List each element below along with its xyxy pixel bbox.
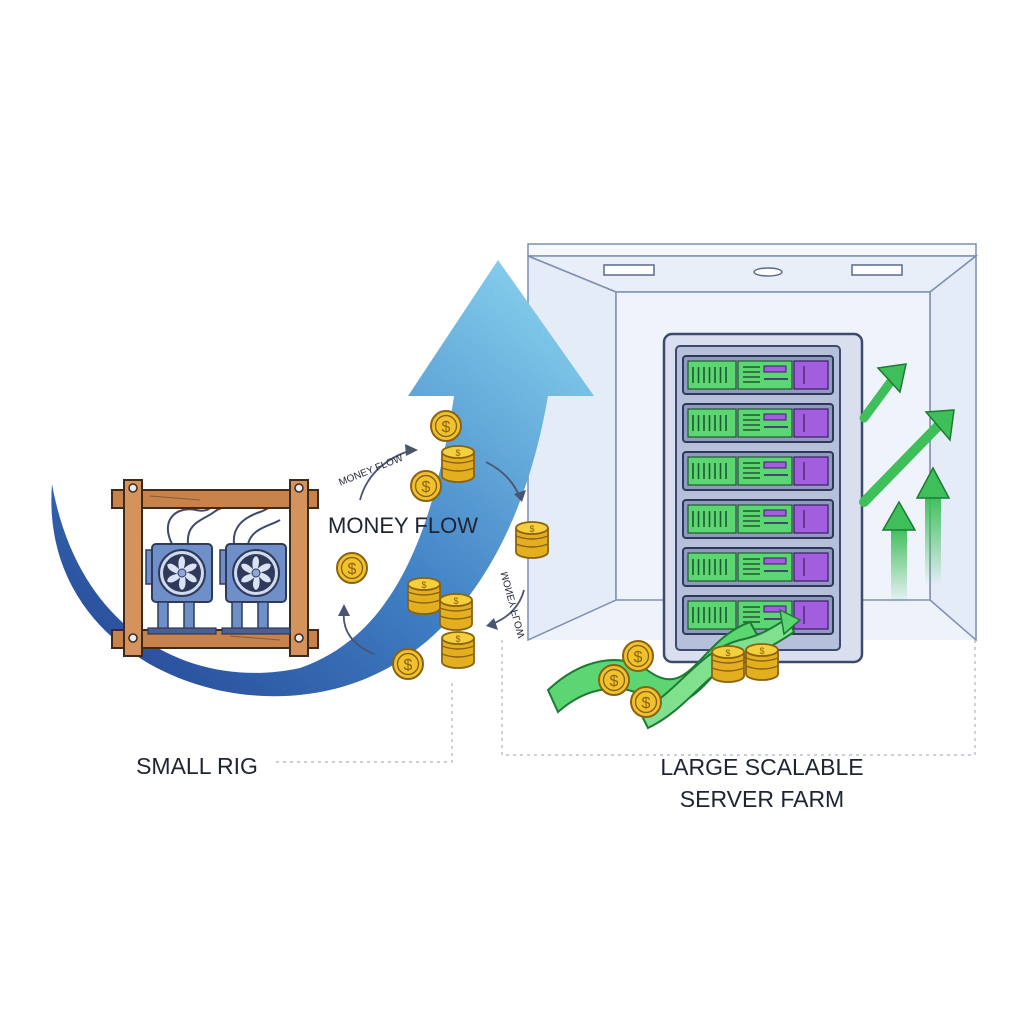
- growth-curve-arrow: [51, 260, 595, 697]
- small-rig-bracket: [276, 680, 453, 763]
- svg-text:$: $: [422, 479, 431, 496]
- small-rig: [111, 479, 319, 657]
- server-unit: [682, 451, 834, 491]
- server-unit: [682, 355, 834, 395]
- coins-layer: $ $ $ $ $ $ $ $ $ $ $ $ $ $: [336, 410, 779, 718]
- svg-text:$: $: [404, 657, 413, 674]
- growth-arrow-icon: [881, 500, 917, 604]
- gpu-unit: [145, 543, 217, 635]
- growth-arrow-icon: [859, 409, 955, 507]
- coin-icon: $: [392, 648, 424, 680]
- coin-stack-icon: $: [439, 593, 473, 631]
- coin-stack-icon: $: [745, 643, 779, 681]
- coin-icon: $: [336, 552, 368, 584]
- svg-text:$: $: [442, 419, 451, 436]
- gpu-unit: [219, 543, 291, 635]
- svg-text:$: $: [725, 648, 730, 658]
- svg-text:$: $: [348, 561, 357, 578]
- ceiling-vent: [753, 267, 783, 277]
- svg-text:$: $: [634, 649, 643, 666]
- money-flow-small-label: MONEY FLOW: [337, 453, 405, 489]
- server-farm-bracket: [501, 640, 976, 756]
- growth-arrow-icon: [915, 466, 951, 586]
- flow-arrows: [338, 444, 526, 655]
- coin-stack-icon: $: [711, 645, 745, 683]
- server-unit: [682, 499, 834, 539]
- fan-icon: [158, 549, 206, 597]
- ceiling-light: [851, 264, 903, 276]
- svg-text:$: $: [453, 596, 458, 606]
- money-flow-mirrored-label: MONEY FLOW: [499, 570, 527, 639]
- server-farm-label-line2: SERVER FARM: [680, 786, 844, 812]
- coin-icon: $: [630, 686, 662, 718]
- server-unit: [682, 595, 834, 635]
- svg-text:$: $: [421, 580, 426, 590]
- coin-icon: $: [430, 410, 462, 442]
- server-unit: [682, 403, 834, 443]
- ceiling-light: [603, 264, 655, 276]
- server-units: [682, 355, 834, 635]
- growth-arrow-icon: [859, 363, 907, 423]
- coin-stack-icon: $: [441, 631, 475, 669]
- svg-text:$: $: [455, 634, 460, 644]
- coin-icon: $: [622, 640, 654, 672]
- svg-text:$: $: [455, 448, 460, 458]
- svg-text:$: $: [529, 524, 534, 534]
- fan-icon: [232, 549, 280, 597]
- svg-text:$: $: [642, 695, 651, 712]
- server-rack-icon: [662, 332, 864, 664]
- coin-stack-icon: $: [407, 577, 441, 615]
- svg-text:$: $: [759, 646, 764, 656]
- growth-arrows: [859, 363, 955, 604]
- coin-stack-icon: $: [515, 521, 549, 559]
- coin-icon: $: [598, 664, 630, 696]
- coin-icon: $: [410, 470, 442, 502]
- coin-stack-icon: $: [441, 445, 475, 483]
- money-flow-label: MONEY FLOW: [328, 513, 478, 538]
- small-rig-label: SMALL RIG: [136, 753, 258, 779]
- server-farm-label-line1: LARGE SCALABLE: [660, 754, 863, 780]
- server-unit: [682, 547, 834, 587]
- gpu-units: [145, 543, 291, 635]
- svg-text:$: $: [610, 673, 619, 690]
